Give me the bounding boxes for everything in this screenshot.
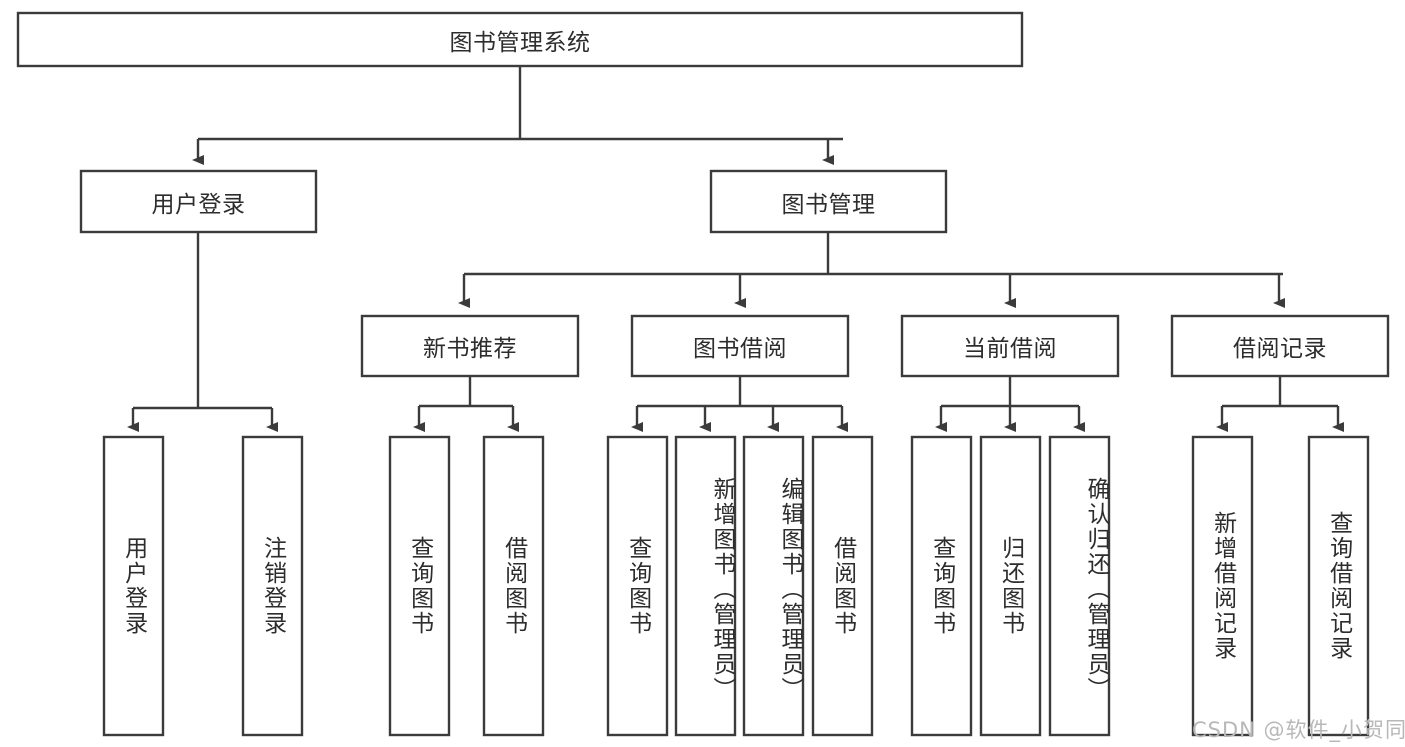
connector-user-login-to-leaves <box>127 232 278 432</box>
leaf-box[interactable] <box>241 435 304 737</box>
leaf-box[interactable] <box>1048 435 1111 737</box>
node-root[interactable] <box>16 11 1024 68</box>
node-user-login[interactable] <box>79 169 318 234</box>
connector-book-manage-to-level3 <box>458 232 1285 308</box>
leaf-box[interactable] <box>979 435 1042 737</box>
node-new-book-recommend[interactable] <box>360 314 580 378</box>
leaf-box[interactable] <box>1191 435 1254 737</box>
connector-record-to-leaves <box>1216 376 1344 432</box>
leaf-box[interactable] <box>742 435 805 737</box>
connector-recommend-to-leaves <box>413 376 519 432</box>
leaf-box[interactable] <box>910 435 973 737</box>
connector-root-to-level2 <box>192 66 843 165</box>
leaf-box[interactable] <box>811 435 874 737</box>
connector-current-to-leaves <box>935 376 1085 432</box>
connector-borrow-to-leaves <box>631 376 848 432</box>
leaf-box[interactable] <box>102 435 165 737</box>
leaf-box[interactable] <box>482 435 545 737</box>
leaf-box[interactable] <box>606 435 669 737</box>
watermark-text: CSDN @软件_小贺同学 <box>1192 718 1405 742</box>
node-current-borrow[interactable] <box>900 314 1120 378</box>
leaf-box[interactable] <box>1307 435 1370 737</box>
node-book-borrow[interactable] <box>630 314 850 378</box>
leaf-box[interactable] <box>388 435 451 737</box>
node-book-manage[interactable] <box>709 169 948 234</box>
node-borrow-record[interactable] <box>1170 314 1390 378</box>
leaf-box[interactable] <box>674 435 737 737</box>
